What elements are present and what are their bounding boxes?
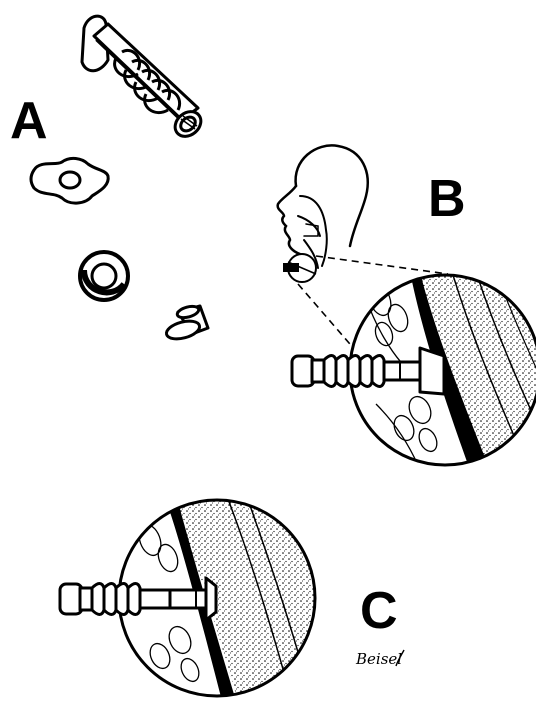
head-profile <box>278 145 368 268</box>
panel-label-b: B <box>428 170 466 228</box>
washer-part <box>80 252 128 300</box>
prosthesis-inserted-b <box>292 348 444 394</box>
panel-label-c: C <box>360 582 398 640</box>
panel-label-a: A <box>10 92 48 150</box>
retention-collar-part <box>31 158 108 203</box>
head-detail-circle <box>284 254 316 282</box>
artist-signature: Beisel <box>355 650 402 668</box>
prosthesis-tube-part <box>82 16 206 141</box>
plug-part <box>165 304 208 342</box>
